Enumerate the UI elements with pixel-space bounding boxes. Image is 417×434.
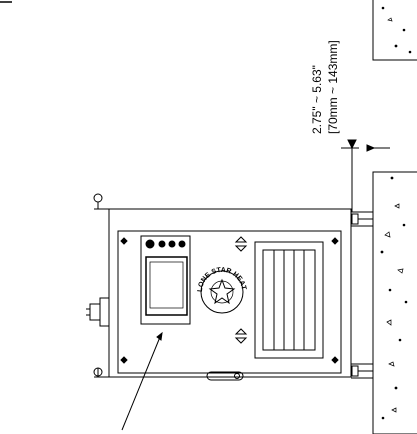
compass-star-icon [208, 278, 236, 305]
logo: LONE STAR HEAT [197, 267, 247, 314]
dimension-lines [341, 139, 390, 212]
dimension-inches: 2.75" ~ 5.63" [310, 65, 324, 134]
corner-diamond-2 [331, 237, 339, 245]
wall-bracket-top [351, 211, 373, 227]
wall-bracket-bottom [351, 363, 373, 379]
corner-diamond-3 [120, 356, 128, 364]
top-mounting-bolts [93, 193, 110, 378]
heater-cabinet: LONE STAR HEAT [86, 193, 352, 381]
handle-slot [206, 371, 244, 381]
corner-diamond-1 [120, 237, 128, 245]
side-fitting [86, 297, 110, 327]
control-panel [140, 235, 191, 325]
double-arrow-icon-bottom [234, 328, 248, 344]
corner-diamond-4 [331, 356, 339, 364]
leader-line [121, 331, 163, 431]
concrete-wall-top [372, 0, 417, 61]
double-arrow-icon-top [234, 236, 248, 252]
dimension-label: 2.75" ~ 5.63" [70mm ~ 143mm] [310, 40, 340, 134]
dimension-millimeters: [70mm ~ 143mm] [326, 40, 340, 134]
concrete-wall-right [372, 171, 417, 434]
vent-grille [254, 241, 324, 359]
